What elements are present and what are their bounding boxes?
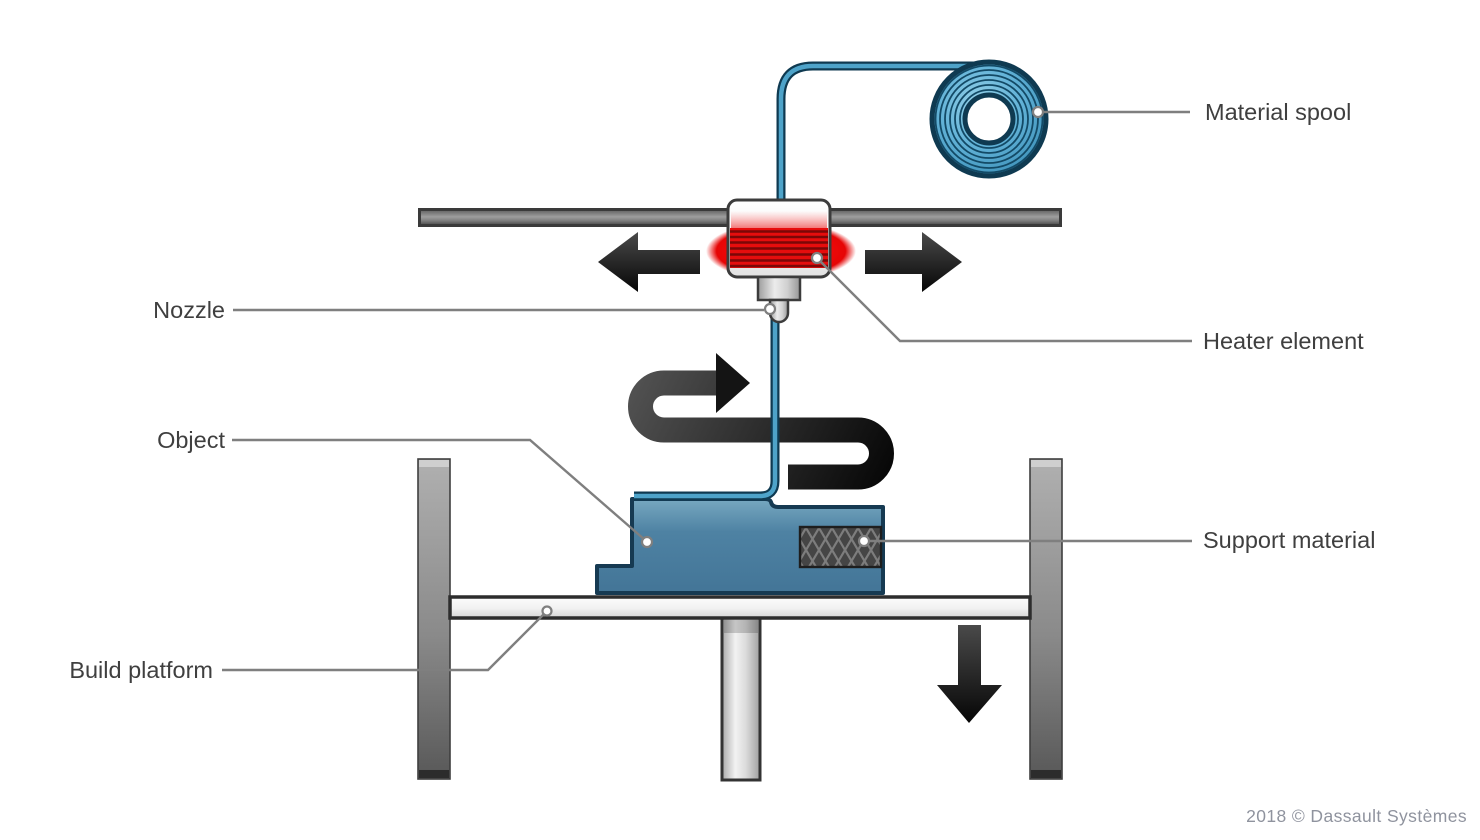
leader-line-heater-element: [816, 257, 1192, 343]
platform-down-arrow-icon: [937, 625, 1002, 723]
filament-upper: [776, 61, 985, 203]
label-object: Object: [157, 427, 225, 453]
deposition-path-arrow-icon: [628, 353, 894, 490]
nozzle: [756, 275, 802, 324]
material-spool: [929, 59, 1049, 179]
printed-object: [595, 497, 885, 595]
copyright-text: 2018 © Dassault Systèmes: [1246, 806, 1467, 826]
diagram-labels: Material spool Heater element Support ma…: [69, 99, 1375, 683]
heater-element: [730, 228, 828, 268]
spool-hub: [962, 92, 1016, 146]
spool-rings: [934, 64, 1044, 174]
platform-column-cap: [724, 620, 758, 633]
platform-leg-right: [1029, 458, 1063, 780]
label-support-material: Support material: [1203, 527, 1375, 553]
leader-line-build-platform: [222, 613, 545, 672]
marker-dot-nozzle: [763, 302, 777, 316]
platform-column: [720, 616, 762, 782]
leader-line-object: [232, 438, 646, 541]
build-platform-assembly: [417, 458, 1063, 782]
label-material-spool: Material spool: [1205, 99, 1351, 125]
build-platform-slab: [448, 595, 1032, 620]
extruder-assembly: [706, 198, 856, 324]
leader-lines: [222, 110, 1192, 672]
marker-dot-support-material: [857, 534, 871, 548]
marker-dot-heater-element: [810, 251, 824, 265]
support-material-block: [798, 525, 883, 569]
leader-markers: [541, 105, 1045, 617]
platform-leg-left: [417, 458, 451, 780]
label-heater-element: Heater element: [1203, 328, 1364, 354]
heater-coil-stripes: [730, 230, 828, 268]
label-nozzle: Nozzle: [153, 297, 225, 323]
motion-arrow-right-icon: [865, 232, 962, 292]
marker-dot-build-platform: [541, 605, 553, 617]
motion-arrow-left-icon: [598, 232, 700, 292]
filament-lower: [634, 318, 780, 501]
label-build-platform: Build platform: [69, 657, 213, 683]
marker-dot-object: [640, 535, 654, 549]
marker-dot-material-spool: [1031, 105, 1045, 119]
